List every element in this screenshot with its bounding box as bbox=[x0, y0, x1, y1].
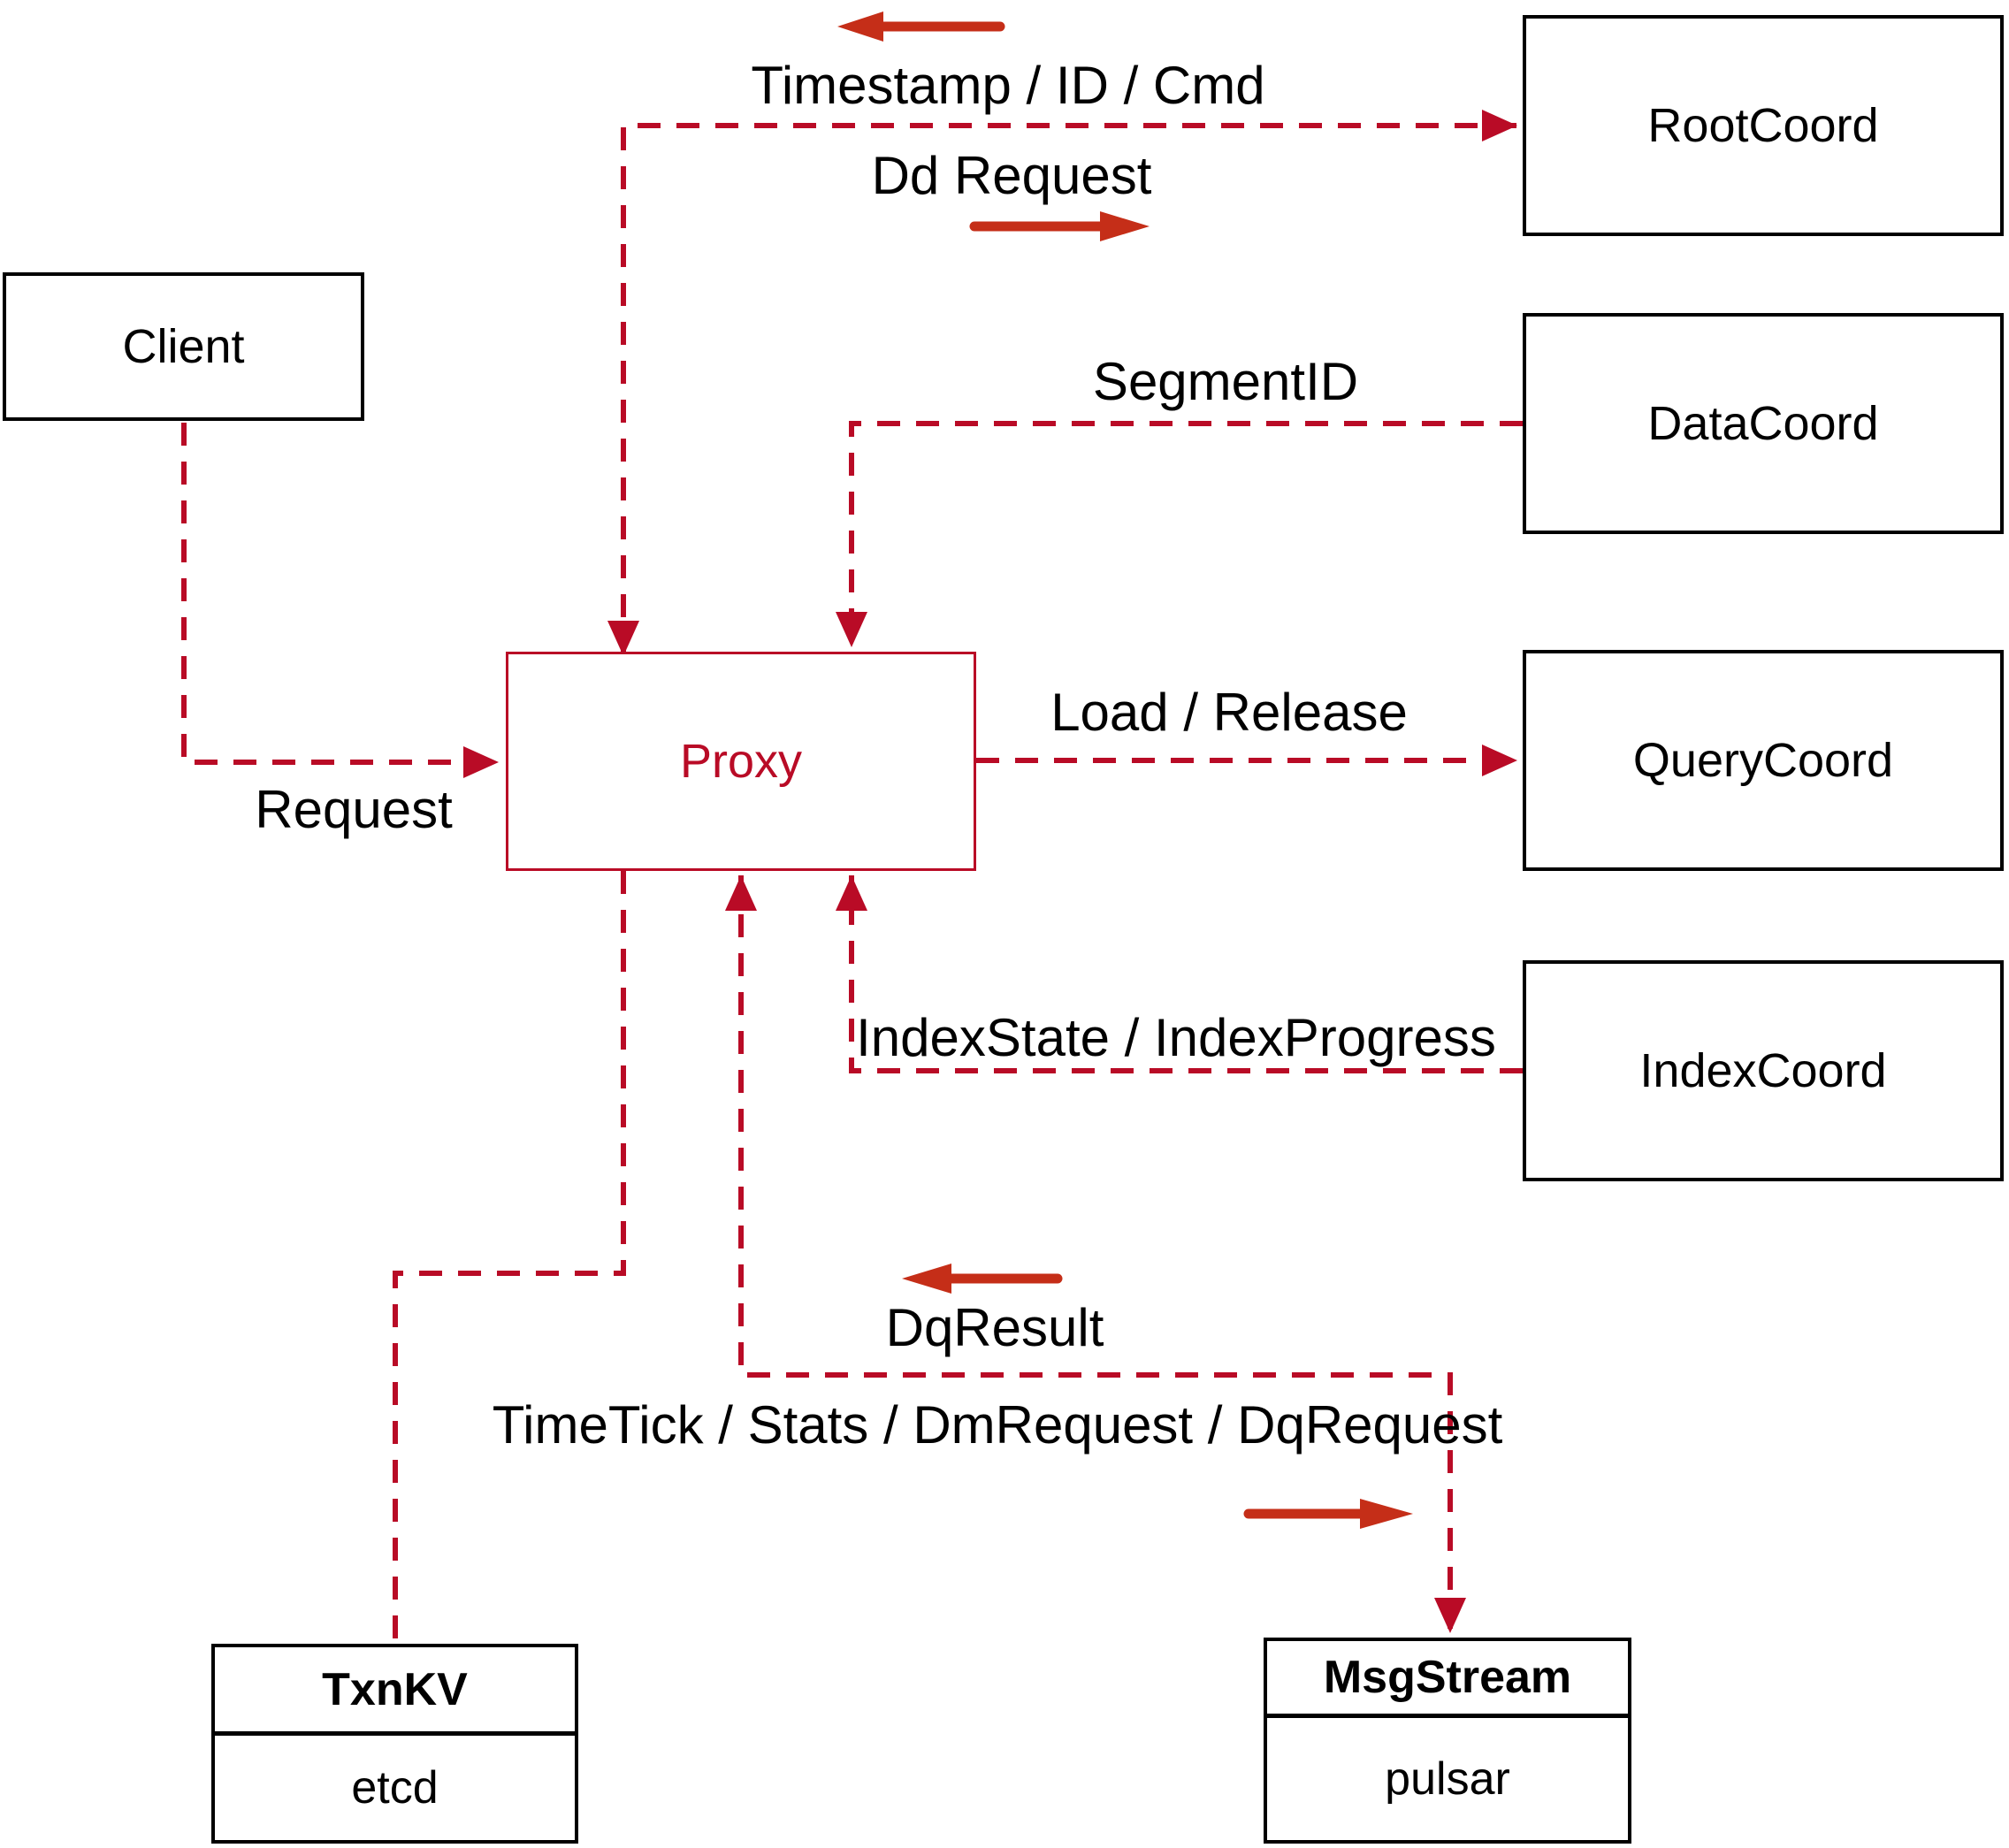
node-datacoord: DataCoord bbox=[1523, 313, 2004, 534]
timetick-direction-right-arrow-icon bbox=[1243, 1499, 1413, 1529]
node-querycoord: QueryCoord bbox=[1523, 650, 2004, 871]
edge-proxy-rootcoord bbox=[607, 110, 1517, 656]
node-client: Client bbox=[3, 272, 364, 421]
node-msgstream: MsgStream pulsar bbox=[1264, 1638, 1631, 1844]
edge-datacoord-proxy bbox=[836, 421, 1523, 647]
edge-proxy-txnkv bbox=[393, 871, 626, 1641]
edge-label-timetick: TimeTick / Stats / DmRequest / DqRequest bbox=[492, 1395, 1503, 1455]
edge-client-proxy bbox=[181, 423, 499, 778]
node-rootcoord: RootCoord bbox=[1523, 15, 2004, 236]
edge-label-dd-request: Dd Request bbox=[871, 146, 1152, 205]
msgstream-title: MsgStream bbox=[1267, 1641, 1628, 1718]
edge-label-dq-result: DqResult bbox=[885, 1298, 1104, 1357]
edge-label-index-state: IndexState / IndexProgress bbox=[856, 1008, 1496, 1067]
txnkv-title: TxnKV bbox=[215, 1647, 575, 1736]
edge-label-request: Request bbox=[255, 780, 453, 839]
dq-result-direction-left-arrow-icon bbox=[902, 1264, 1063, 1294]
node-txnkv: TxnKV etcd bbox=[211, 1644, 578, 1844]
msgstream-subtitle: pulsar bbox=[1385, 1753, 1510, 1805]
node-proxy: Proxy bbox=[506, 652, 976, 871]
edge-label-timestamp: Timestamp / ID / Cmd bbox=[751, 56, 1265, 115]
dd-request-direction-right-arrow-icon bbox=[969, 211, 1150, 241]
edge-label-load-release: Load / Release bbox=[1050, 683, 1408, 742]
edge-proxy-msgstream bbox=[725, 875, 1466, 1633]
timestamp-direction-left-arrow-icon bbox=[837, 11, 1005, 42]
edge-label-segment-id: SegmentID bbox=[1092, 352, 1359, 411]
node-indexcoord: IndexCoord bbox=[1523, 960, 2004, 1181]
txnkv-subtitle: etcd bbox=[351, 1762, 439, 1814]
